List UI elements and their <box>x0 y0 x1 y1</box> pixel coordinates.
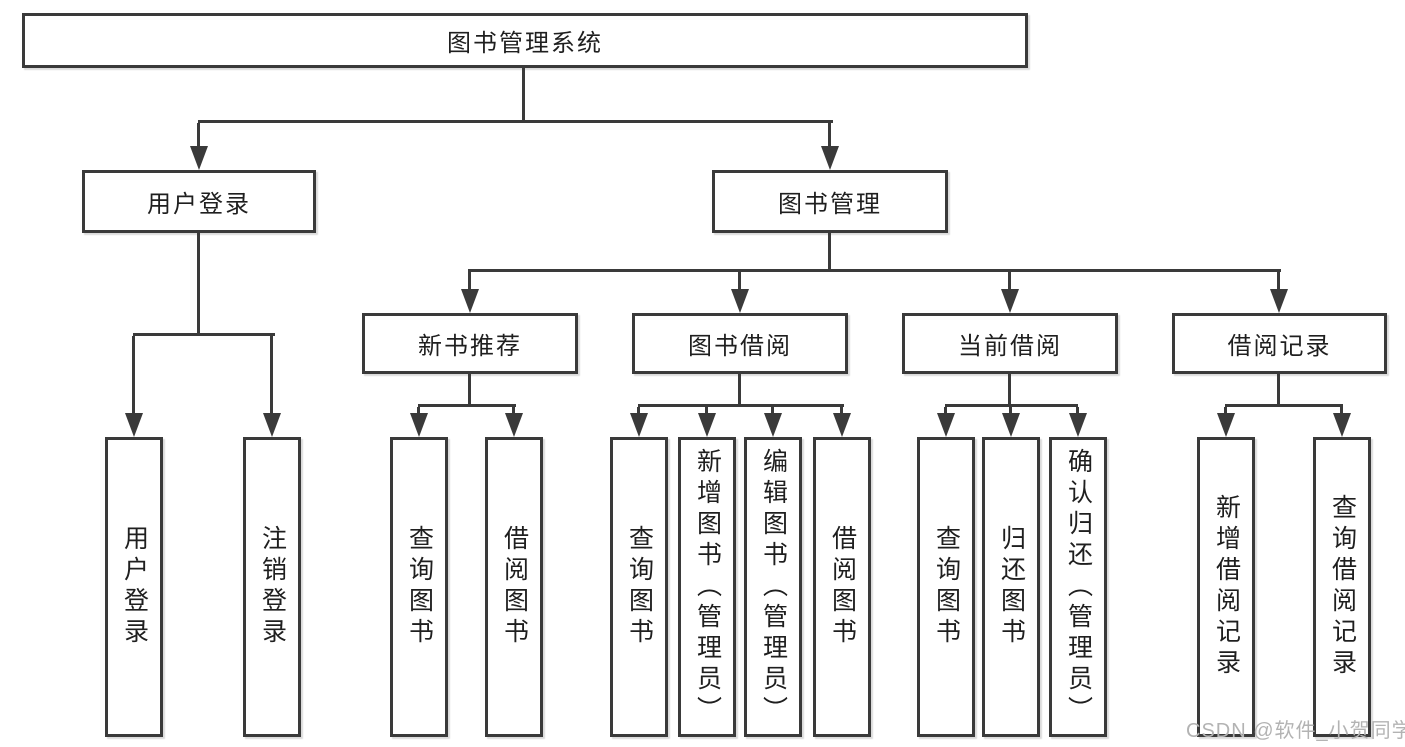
connector-line <box>270 407 273 415</box>
connector-line <box>198 120 833 123</box>
arrowhead-down-icon <box>630 413 648 437</box>
connector-line <box>270 336 273 418</box>
leaf-borrow-books: 借阅图书 <box>813 437 871 737</box>
connector-line <box>944 407 947 415</box>
arrowhead-down-icon <box>1270 289 1288 313</box>
connector-line <box>1277 374 1280 407</box>
connector-line <box>197 233 200 336</box>
connector-line <box>840 407 843 415</box>
watermark: CSDN @软件_小贺同学 <box>1186 720 1405 742</box>
connector-line <box>468 272 471 294</box>
node-new-book-recommendation: 新书推荐 <box>362 313 578 374</box>
leaf-edit-books-admin: 编辑图书（管理员） <box>744 437 802 737</box>
leaf-query-borrow-record: 查询借阅记录 <box>1313 437 1371 737</box>
connector-line <box>705 407 708 415</box>
arrowhead-down-icon <box>821 146 839 170</box>
leaf-borrow-books-recommend: 借阅图书 <box>485 437 543 737</box>
arrowhead-down-icon <box>505 413 523 437</box>
node-book-borrowing: 图书借阅 <box>632 313 848 374</box>
leaf-logout: 注销登录 <box>243 437 301 737</box>
connector-line <box>1009 407 1012 415</box>
connector-line <box>738 374 741 407</box>
connector-line <box>1008 272 1011 294</box>
connector-line <box>468 269 1281 272</box>
leaf-add-borrow-record: 新增借阅记录 <box>1197 437 1255 737</box>
connector-line <box>468 374 471 407</box>
arrowhead-down-icon <box>1001 289 1019 313</box>
connector-line <box>828 123 831 153</box>
arrowhead-down-icon <box>125 413 143 437</box>
leaf-query-books-current: 查询图书 <box>917 437 975 737</box>
arrowhead-down-icon <box>190 146 208 170</box>
connector-line <box>738 272 741 294</box>
connector-line <box>1008 374 1011 407</box>
arrowhead-down-icon <box>1333 413 1351 437</box>
connector-line <box>197 123 200 153</box>
connector-line <box>133 333 275 336</box>
connector-line <box>132 336 135 418</box>
connector-line <box>1076 407 1079 415</box>
leaf-user-login: 用户登录 <box>105 437 163 737</box>
node-root: 图书管理系统 <box>22 13 1028 68</box>
arrowhead-down-icon <box>937 413 955 437</box>
leaf-add-books-admin: 新增图书（管理员） <box>678 437 736 737</box>
arrowhead-down-icon <box>1002 413 1020 437</box>
connector-line <box>638 404 844 407</box>
leaf-query-books-recommend: 查询图书 <box>390 437 448 737</box>
arrowhead-down-icon <box>1217 413 1235 437</box>
arrowhead-down-icon <box>1069 413 1087 437</box>
connector-line <box>1224 407 1227 415</box>
node-current-borrowing: 当前借阅 <box>902 313 1118 374</box>
connector-line <box>132 407 135 415</box>
connector-line <box>771 407 774 415</box>
connector-line <box>945 404 1078 407</box>
node-book-management: 图书管理 <box>712 170 948 233</box>
arrowhead-down-icon <box>461 289 479 313</box>
leaf-confirm-return-admin: 确认归还（管理员） <box>1049 437 1107 737</box>
connector-line <box>1277 272 1280 294</box>
arrowhead-down-icon <box>833 413 851 437</box>
node-user-login: 用户登录 <box>82 170 316 233</box>
connector-line <box>1340 407 1343 415</box>
arrowhead-down-icon <box>698 413 716 437</box>
connector-line <box>522 68 525 123</box>
leaf-query-books-borrowing: 查询图书 <box>610 437 668 737</box>
arrowhead-down-icon <box>410 413 428 437</box>
arrowhead-down-icon <box>731 289 749 313</box>
connector-line <box>418 404 516 407</box>
connector-line <box>417 407 420 415</box>
connector-line <box>828 233 831 272</box>
node-borrowing-records: 借阅记录 <box>1172 313 1387 374</box>
arrowhead-down-icon <box>263 413 281 437</box>
connector-line <box>1225 404 1343 407</box>
arrowhead-down-icon <box>764 413 782 437</box>
leaf-return-books: 归还图书 <box>982 437 1040 737</box>
connector-line <box>512 407 515 415</box>
connector-line <box>637 407 640 415</box>
